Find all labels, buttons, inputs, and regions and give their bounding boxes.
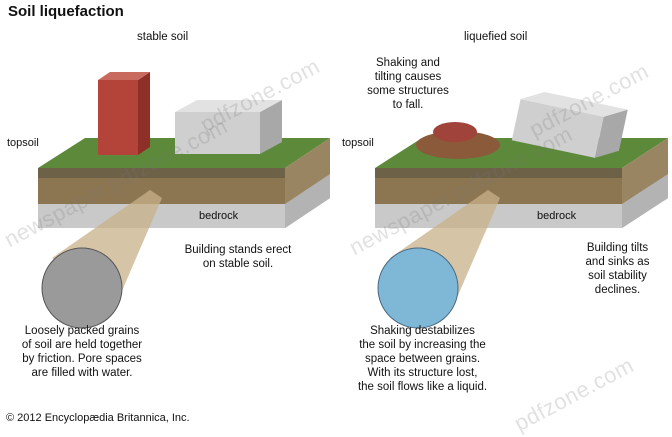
left-grain-caption: Loosely packed grains of soil are held t… [21,325,143,379]
stable-grain-circle [41,247,123,329]
right-heading: liquefied soil [464,31,528,43]
left-soil-layer [38,178,285,204]
tilted-building [511,91,628,158]
right-topsoil-label: topsoil [342,137,374,149]
right-bedrock-layer [375,204,622,228]
diagram-title: Soil liquefaction [8,3,124,20]
office-building [175,100,282,154]
rubble-pile [416,122,500,159]
left-bedrock-layer [38,204,285,228]
left-bedrock-label: bedrock [199,210,239,222]
liquefied-grain-circle [377,247,459,329]
stable-soil-block [38,72,330,329]
left-side-bedrock [285,174,330,228]
left-building-caption: Building stands erect on stable soil. [184,244,292,270]
right-building-caption: Building tilts and sinks as soil stabili… [585,242,650,296]
right-grain-caption: Shaking destabilizes the soil by increas… [357,325,488,393]
left-topsoil-label: topsoil [7,137,39,149]
copyright-notice: © 2012 Encyclopædia Britannica, Inc. [6,412,190,424]
liquefied-soil-block [375,91,668,329]
right-bedrock-label: bedrock [537,210,577,222]
brick-building [98,72,150,155]
shaking-caption: Shaking and tilting causes some structur… [367,57,449,111]
right-side-bedrock [622,174,668,228]
right-topsoil-layer [375,168,622,178]
left-heading: stable soil [137,31,189,43]
left-topsoil-layer [38,168,285,178]
